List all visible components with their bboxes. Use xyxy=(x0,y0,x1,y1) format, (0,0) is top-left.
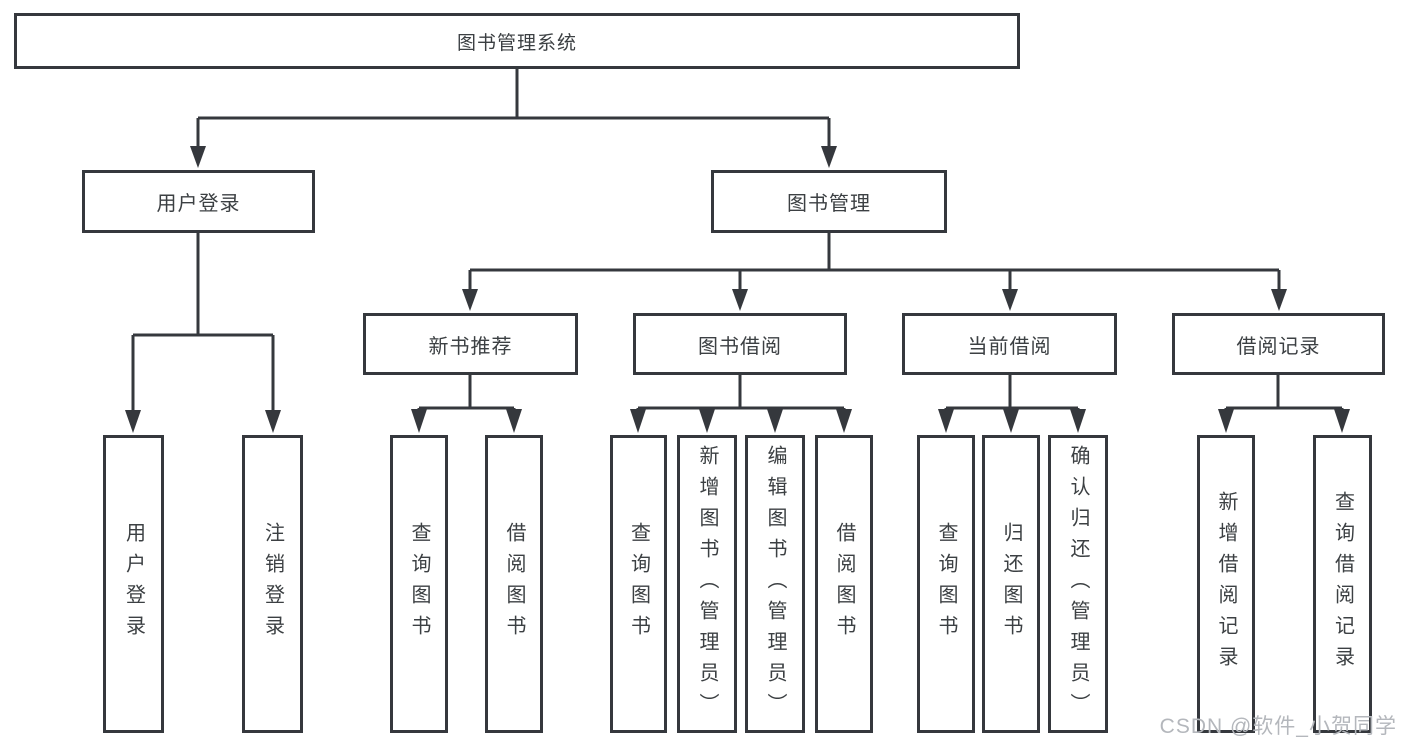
connector-root-to-level2 xyxy=(190,67,837,168)
node-book-borrowing: 图书借阅 xyxy=(633,313,847,375)
node-leaf-query-books-current: 查询图书 xyxy=(917,435,975,733)
connector-current-borrowing-children xyxy=(938,375,1086,433)
node-leaf-borrow-books-recommend: 借阅图书 xyxy=(485,435,543,733)
node-borrowing-records: 借阅记录 xyxy=(1172,313,1385,375)
node-leaf-logout: 注销登录 xyxy=(242,435,303,733)
connector-borrowing-records-children xyxy=(1218,375,1350,433)
node-book-management: 图书管理 xyxy=(711,170,947,233)
connector-book-management-children xyxy=(462,233,1287,311)
node-user-login: 用户登录 xyxy=(82,170,315,233)
node-new-book-recommend: 新书推荐 xyxy=(363,313,578,375)
node-root-library-system: 图书管理系统 xyxy=(14,13,1020,69)
node-leaf-query-books-borrowing: 查询图书 xyxy=(610,435,667,733)
connector-user-login-children xyxy=(125,233,281,433)
node-leaf-edit-book-admin: 编辑图书（管理员） xyxy=(745,435,805,733)
watermark-text: CSDN @软件_小贺同学 xyxy=(1159,715,1397,738)
connector-new-book-recommend-children xyxy=(411,375,522,433)
node-leaf-borrow-books-borrowing: 借阅图书 xyxy=(815,435,873,733)
node-leaf-add-borrow-record: 新增借阅记录 xyxy=(1197,435,1255,733)
connector-book-borrowing-children xyxy=(630,375,852,433)
node-leaf-user-login: 用户登录 xyxy=(103,435,164,733)
node-leaf-confirm-return-admin: 确认归还（管理员） xyxy=(1048,435,1108,733)
node-current-borrowing: 当前借阅 xyxy=(902,313,1117,375)
node-leaf-query-books-recommend: 查询图书 xyxy=(390,435,448,733)
node-leaf-query-borrow-record: 查询借阅记录 xyxy=(1313,435,1372,733)
node-leaf-add-book-admin: 新增图书（管理员） xyxy=(677,435,737,733)
node-leaf-return-books: 归还图书 xyxy=(982,435,1040,733)
